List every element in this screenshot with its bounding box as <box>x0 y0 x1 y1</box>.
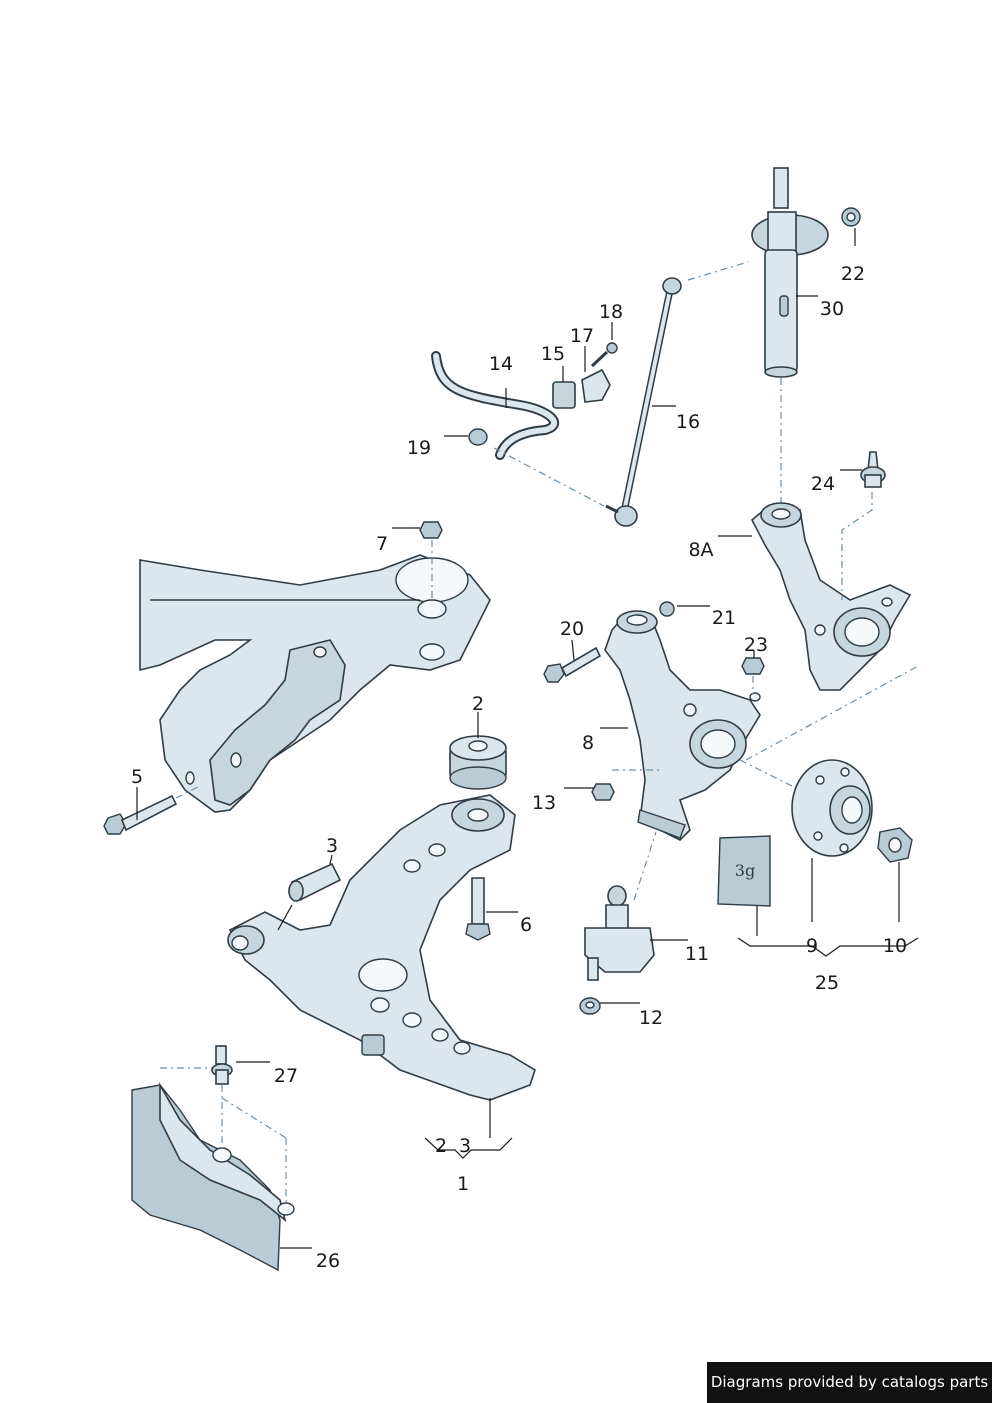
leader-lines <box>136 228 919 1249</box>
subframe <box>139 554 491 813</box>
label-5: 5 <box>131 766 143 788</box>
coupling-rod-16 <box>605 261 749 527</box>
nut-12 <box>579 997 601 1015</box>
strut-30 <box>751 167 829 505</box>
grease-label: 3g <box>735 861 755 880</box>
label-18: 18 <box>599 301 623 323</box>
label-3-kit: 3 <box>459 1135 471 1157</box>
nut-10 <box>877 827 913 863</box>
label-6: 6 <box>520 914 532 936</box>
label-7: 7 <box>376 533 388 555</box>
label-12: 12 <box>639 1007 663 1029</box>
label-9: 9 <box>806 935 818 957</box>
bracket-15 <box>552 381 576 409</box>
nut-19 <box>468 428 605 507</box>
grease-packet: 3g <box>717 835 771 907</box>
bushing-3 <box>288 862 342 902</box>
control-arm-1 <box>227 794 536 1101</box>
clamp-17 <box>581 368 611 403</box>
label-19: 19 <box>407 437 431 459</box>
label-8a: 8A <box>688 539 713 561</box>
label-10: 10 <box>883 935 907 957</box>
label-11: 11 <box>685 943 709 965</box>
label-30: 30 <box>820 298 844 320</box>
shield-26 <box>131 1067 295 1272</box>
nut-22 <box>841 207 861 227</box>
wheel-hub-9 <box>791 759 873 857</box>
bolt-5 <box>103 785 201 835</box>
knuckle-8a <box>750 502 912 691</box>
label-26: 26 <box>316 1250 340 1272</box>
label-8: 8 <box>582 732 594 754</box>
label-2: 2 <box>472 693 484 715</box>
screw-27 <box>211 1045 233 1085</box>
stabilizer-bar-14 <box>431 351 559 460</box>
label-25: 25 <box>815 972 839 994</box>
bushing-2 <box>449 735 507 790</box>
diagram-credit-banner[interactable]: Diagrams provided by catalogs parts <box>707 1362 992 1403</box>
label-21: 21 <box>712 607 736 629</box>
label-14: 14 <box>489 353 513 375</box>
label-2-kit: 2 <box>435 1135 447 1157</box>
bolt-6 <box>465 877 491 941</box>
label-20: 20 <box>560 618 584 640</box>
part-labels: 1 2 3 2 3 5 6 7 8 8A 9 10 11 12 13 14 15… <box>131 263 907 1272</box>
label-22: 22 <box>841 263 865 285</box>
label-1: 1 <box>457 1173 469 1195</box>
label-23: 23 <box>744 634 768 656</box>
label-27: 27 <box>274 1065 298 1087</box>
nut-21 <box>659 601 675 617</box>
label-16: 16 <box>676 411 700 433</box>
bolt-18 <box>590 342 618 368</box>
bolt-20 <box>543 646 602 683</box>
label-3: 3 <box>326 835 338 857</box>
bolt-24 <box>841 451 886 600</box>
label-13: 13 <box>532 792 556 814</box>
label-24: 24 <box>811 473 835 495</box>
knuckle-8 <box>604 610 921 841</box>
nut-13 <box>591 769 660 801</box>
ball-joint-11 <box>584 831 657 981</box>
label-15: 15 <box>541 343 565 365</box>
nut-7 <box>419 521 443 600</box>
nut-23 <box>741 657 765 694</box>
label-17: 17 <box>570 325 594 347</box>
